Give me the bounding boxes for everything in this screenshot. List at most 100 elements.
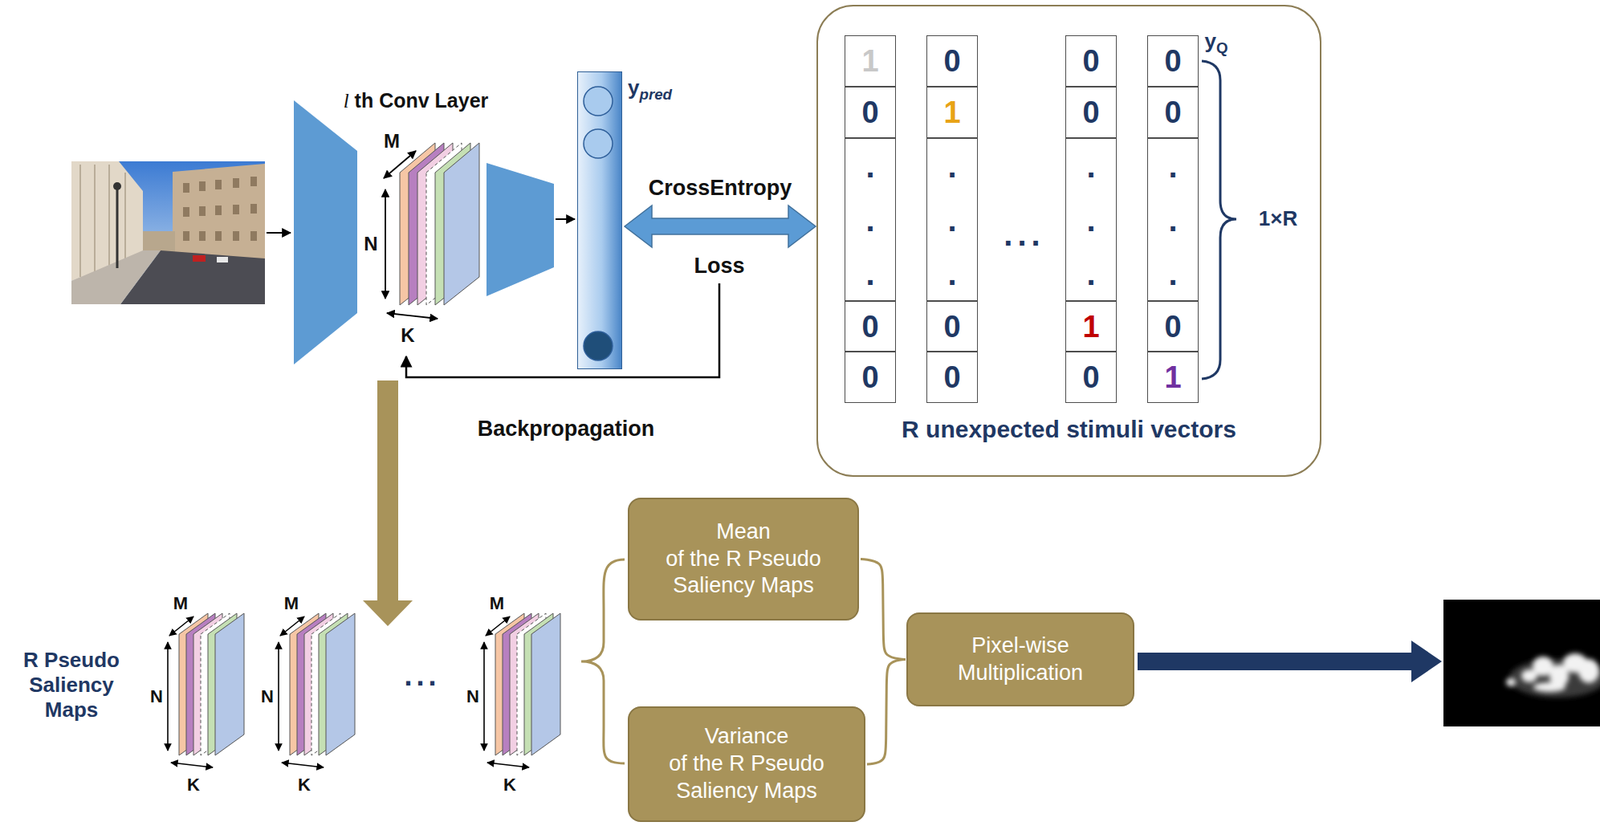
cell-value: .: [947, 150, 957, 183]
output-label: ypred: [627, 75, 672, 104]
dimension-arrows: [383, 150, 438, 319]
dimension-label: N: [466, 686, 480, 708]
cell-value: 1: [1164, 362, 1181, 393]
dimension-label: K: [297, 774, 311, 796]
dimension-label: K: [187, 774, 200, 796]
box-text: Variance of the R Pseudo Saliency Maps: [668, 723, 825, 805]
neuron: [583, 331, 613, 361]
cell-value: .: [1086, 203, 1096, 237]
vector-cell: 1: [926, 86, 978, 139]
vector-cell: 0: [926, 351, 978, 404]
cell-value: 0: [1082, 97, 1100, 128]
brace: [1201, 61, 1237, 379]
vector-cell: ...: [1065, 138, 1117, 302]
neuron: [583, 129, 613, 159]
cell-value: 1: [943, 97, 961, 128]
merge-connector: [860, 559, 906, 660]
vector-cell: 0: [1065, 351, 1117, 404]
dimension-label: N: [260, 686, 274, 708]
bracket: [581, 559, 625, 764]
vector-cell: 0: [1065, 35, 1117, 87]
size-label: 1×R: [1258, 206, 1298, 232]
saliency-output-image: [1443, 599, 1600, 727]
cell-value: .: [1168, 150, 1177, 183]
cell-value: .: [1086, 150, 1096, 183]
cell-value: 0: [861, 311, 879, 342]
vector-cell: 0: [844, 301, 896, 352]
loss-label: Loss: [693, 252, 745, 279]
process-box: Variance of the R Pseudo Saliency Maps: [627, 706, 866, 823]
process-box: Mean of the R Pseudo Saliency Maps: [627, 497, 860, 621]
edge-label: CrossEntropy: [648, 175, 793, 201]
ellipsis: ...: [1003, 215, 1045, 254]
vector-cell: 1: [1147, 351, 1199, 404]
neuron-circles: [578, 72, 621, 368]
cell-value: 0: [943, 362, 961, 393]
box-text: Pixel-wise Multiplication: [957, 632, 1083, 688]
cell-value: .: [865, 203, 875, 237]
cell-value: 0: [1082, 45, 1100, 77]
layer-title: l th Conv Layer: [343, 88, 489, 114]
street-photo: [71, 161, 265, 305]
vector-cell: ...: [844, 138, 896, 302]
cell-value: 0: [943, 311, 961, 342]
dimension-label: N: [363, 232, 378, 257]
cell-value: 0: [861, 362, 879, 393]
cell-value: 1: [861, 45, 879, 77]
box-text: Mean of the R Pseudo Saliency Maps: [665, 518, 822, 600]
cell-value: 0: [1164, 311, 1181, 342]
dimension-label: K: [503, 774, 517, 796]
saliency-map-stacks: [167, 613, 561, 768]
vector-cell: ...: [926, 138, 978, 302]
extract-arrow: [362, 380, 413, 627]
encoder-block: [293, 100, 358, 365]
output-arrow: [1137, 640, 1442, 683]
vector-cell: 0: [844, 86, 896, 139]
cell-value: .: [947, 203, 957, 237]
cell-value: .: [1168, 203, 1177, 237]
backprop-line: [406, 283, 720, 378]
vector-cell: 0: [926, 301, 978, 352]
cell-value: .: [1168, 257, 1177, 290]
cell-value: .: [865, 257, 875, 290]
vector-cell: 0: [926, 35, 978, 87]
flow-arrow: [266, 232, 291, 234]
vector-cell: 1: [844, 35, 896, 87]
feature-map-stack: [399, 142, 480, 306]
dimension-label: N: [150, 686, 163, 708]
panel-heading: R unexpected stimuli vectors: [818, 415, 1320, 444]
backprop-label: Backpropagation: [477, 415, 656, 442]
cell-value: .: [947, 257, 957, 290]
cell-value: 0: [1164, 45, 1181, 77]
vector-cell: 0: [1147, 301, 1199, 352]
vector-cell: 1: [1065, 301, 1117, 352]
dimension-label: M: [383, 130, 400, 154]
vector-cell: 0: [1065, 86, 1117, 139]
vector-cell: 0: [844, 351, 896, 404]
stimuli-panel: R unexpected stimuli vectors 1 0... 0 0 0 1...…: [816, 4, 1322, 477]
cell-value: 0: [1164, 97, 1181, 128]
dimension-label: M: [284, 593, 299, 615]
dimension-label: M: [489, 593, 505, 615]
vector-cell: 0: [1147, 86, 1199, 139]
merge-connector: [867, 659, 906, 766]
cell-value: 0: [943, 45, 961, 77]
flow-arrow: [555, 218, 575, 220]
cell-value: .: [865, 150, 875, 183]
decoder-block: [486, 162, 554, 297]
cell-value: 0: [1082, 362, 1100, 393]
cell-value: .: [1086, 257, 1096, 290]
maps-label: R Pseudo Saliency Maps: [23, 647, 120, 724]
output-layer: ypred: [577, 71, 623, 370]
process-box: Pixel-wise Multiplication: [906, 612, 1135, 707]
cell-value: 0: [861, 97, 879, 128]
vector-cell: ...: [1147, 138, 1199, 302]
vector-label: yQ: [1204, 28, 1228, 58]
vector-cell: 0: [1147, 35, 1199, 87]
loss-arrow: [624, 205, 816, 248]
dimension-label: K: [400, 324, 415, 348]
dimension-label: M: [173, 593, 188, 615]
cell-value: 1: [1082, 311, 1100, 342]
